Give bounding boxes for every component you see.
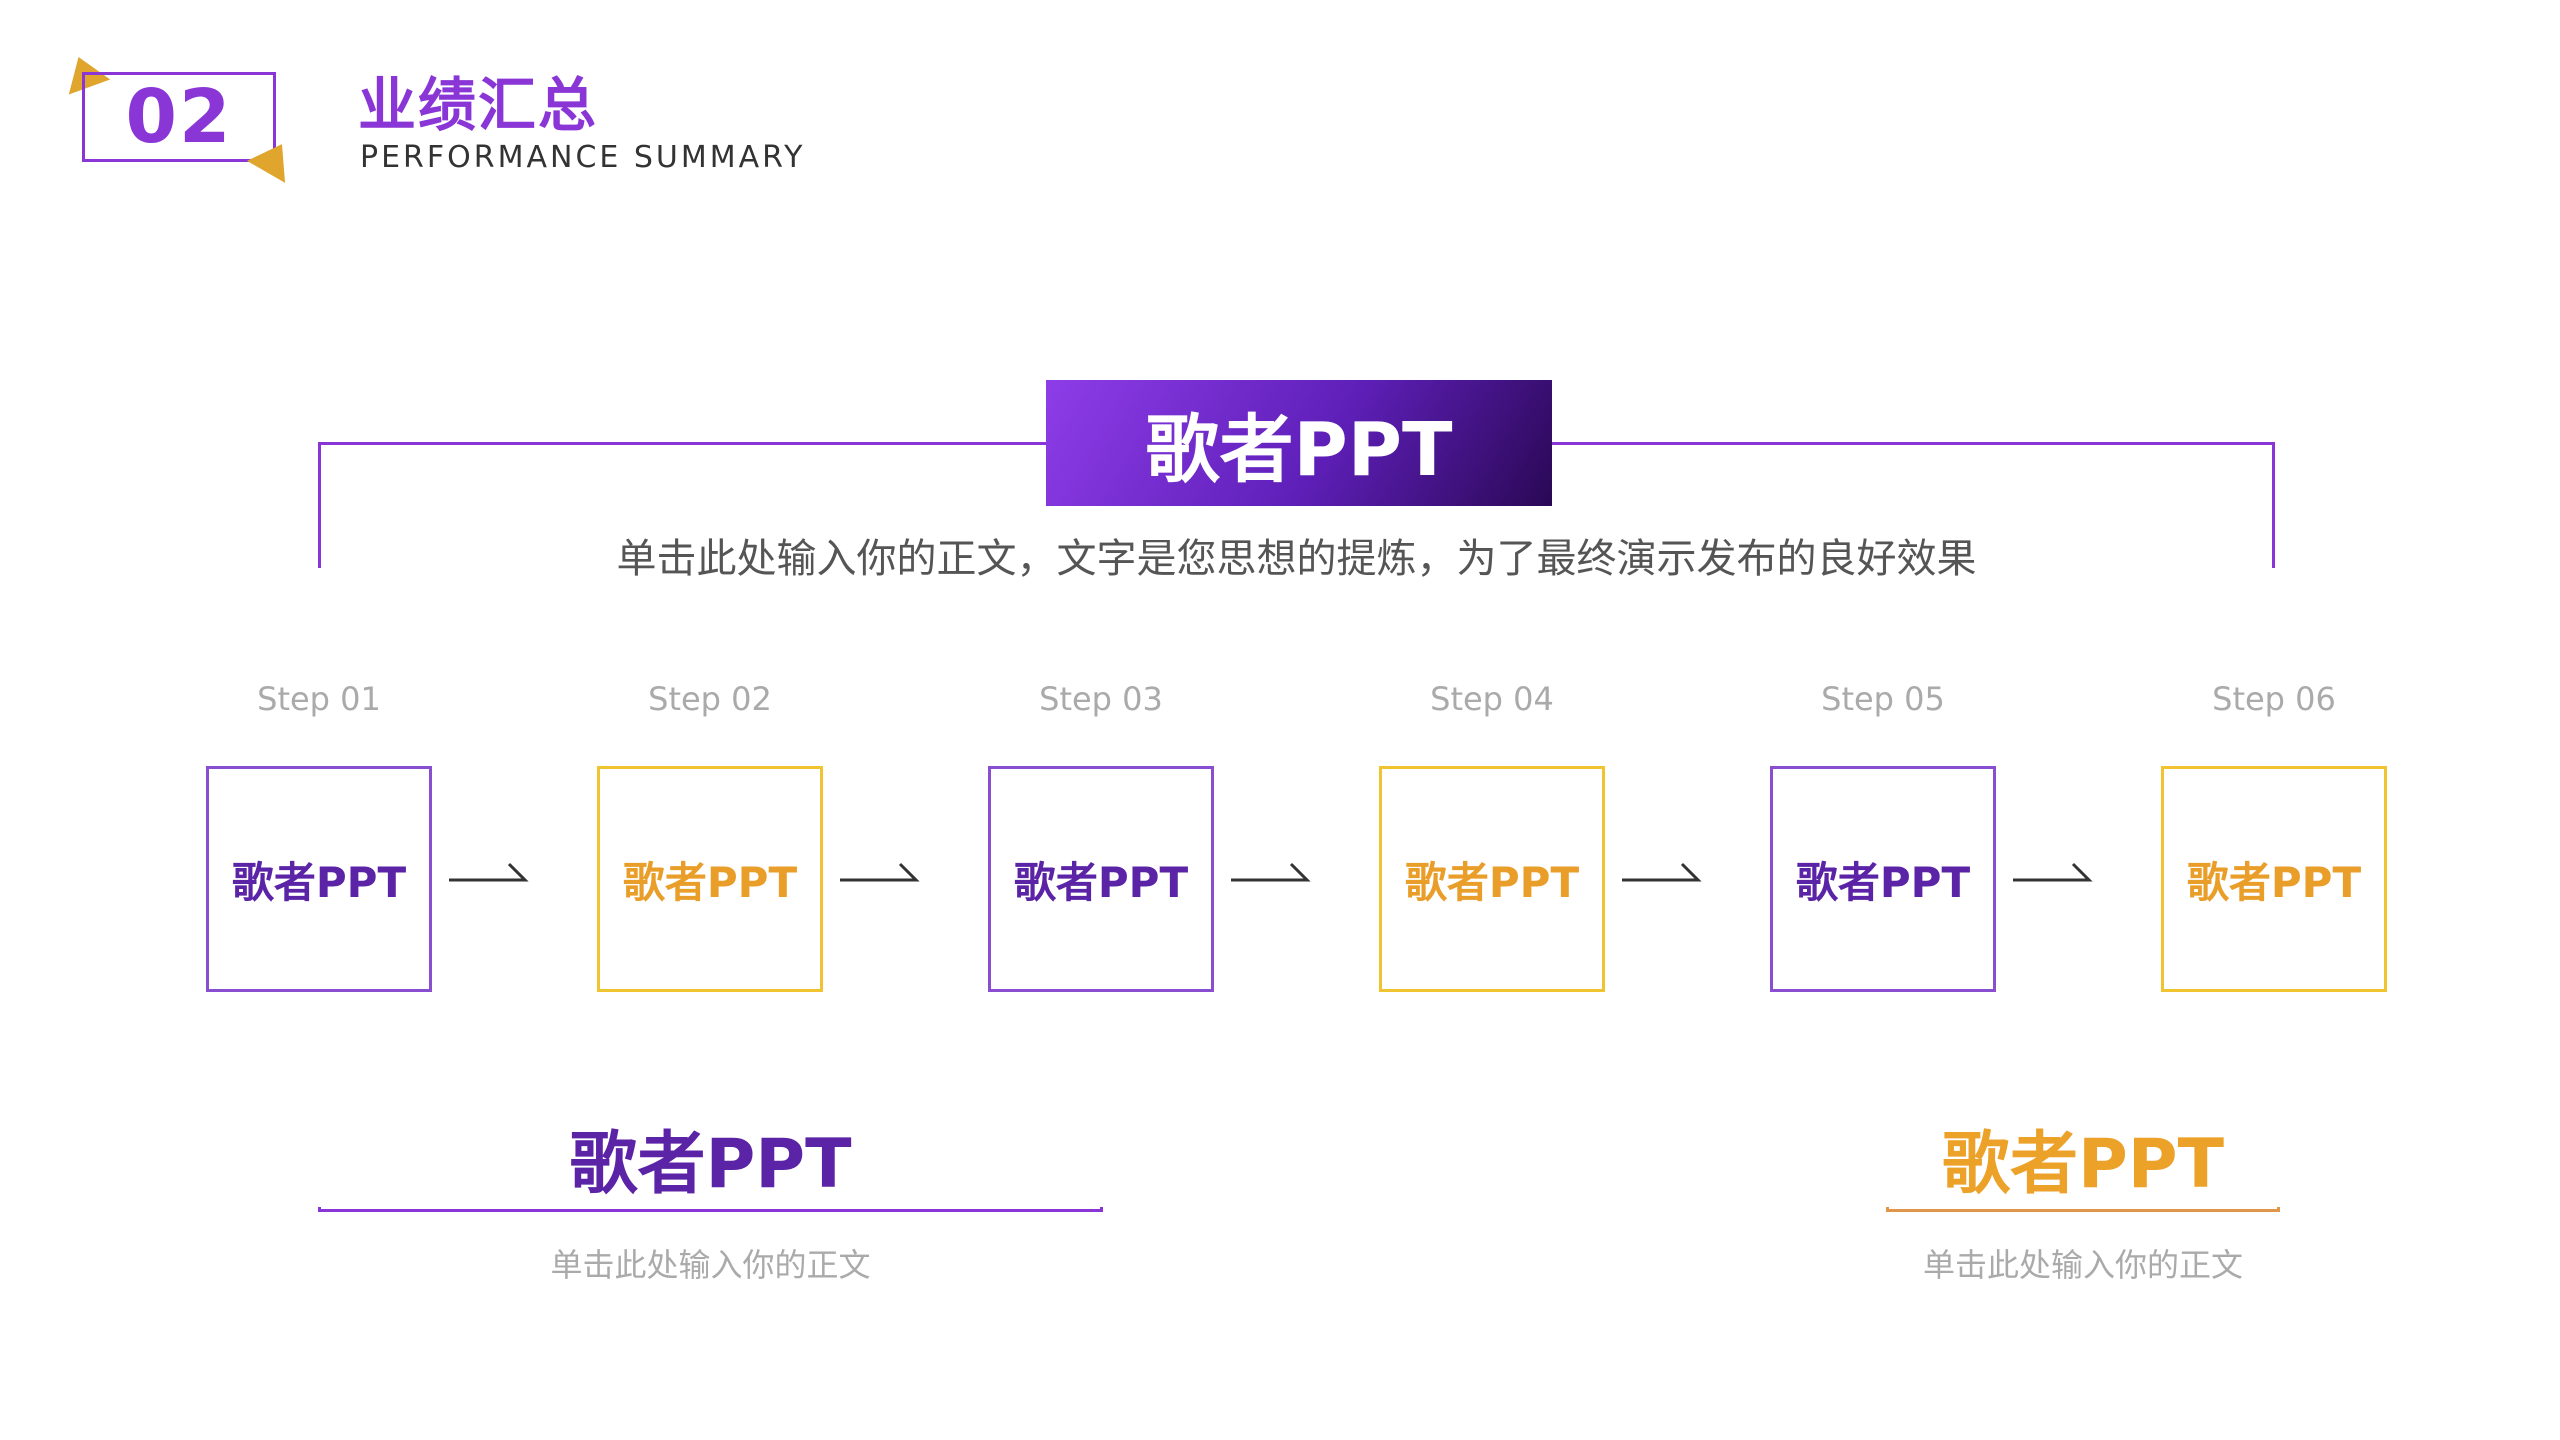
section-number: 02 <box>125 74 233 160</box>
step-label: Step 05 <box>1821 680 1945 718</box>
step-label: Step 02 <box>648 680 772 718</box>
step-text: 歌者PPT <box>1404 857 1580 907</box>
step-label: Step 04 <box>1430 680 1554 718</box>
step-box-6[interactable]: 歌者PPT <box>2161 766 2387 992</box>
step-box-1[interactable]: 歌者PPT <box>206 766 432 992</box>
bottom-right-description[interactable]: 单击此处输入你的正文 <box>1922 1246 2243 1284</box>
bottom-left-title[interactable]: 歌者PPT <box>318 1108 1103 1207</box>
step-box-2[interactable]: 歌者PPT <box>597 766 823 992</box>
section-number-box: 02 <box>82 72 276 162</box>
page-title: 业绩汇总 <box>358 71 599 139</box>
page-subtitle: PERFORMANCE SUMMARY <box>360 140 806 175</box>
banner-description[interactable]: 单击此处输入你的正文，文字是您思想的提炼，为了最终演示发布的良好效果 <box>616 536 1977 582</box>
step-text: 歌者PPT <box>1795 857 1971 907</box>
step-box-4[interactable]: 歌者PPT <box>1379 766 1605 992</box>
step-box-5[interactable]: 歌者PPT <box>1770 766 1996 992</box>
banner-title: 歌者PPT <box>1145 406 1453 493</box>
arrow-right-icon <box>1231 862 1311 882</box>
step-box-3[interactable]: 歌者PPT <box>988 766 1214 992</box>
step-text: 歌者PPT <box>231 857 407 907</box>
step-text: 歌者PPT <box>1013 857 1189 907</box>
banner-title-box[interactable]: 歌者PPT <box>1046 380 1552 506</box>
arrow-right-icon <box>840 862 920 882</box>
bottom-right-title[interactable]: 歌者PPT <box>1886 1108 2280 1207</box>
step-label: Step 01 <box>257 680 381 718</box>
step-text: 歌者PPT <box>2186 857 2362 907</box>
step-label: Step 06 <box>2212 680 2336 718</box>
bottom-left-description[interactable]: 单击此处输入你的正文 <box>550 1246 871 1284</box>
arrow-right-icon <box>2013 862 2093 882</box>
step-label: Step 03 <box>1039 680 1163 718</box>
arrow-right-icon <box>1622 862 1702 882</box>
step-text: 歌者PPT <box>622 857 798 907</box>
arrow-right-icon <box>449 862 529 882</box>
